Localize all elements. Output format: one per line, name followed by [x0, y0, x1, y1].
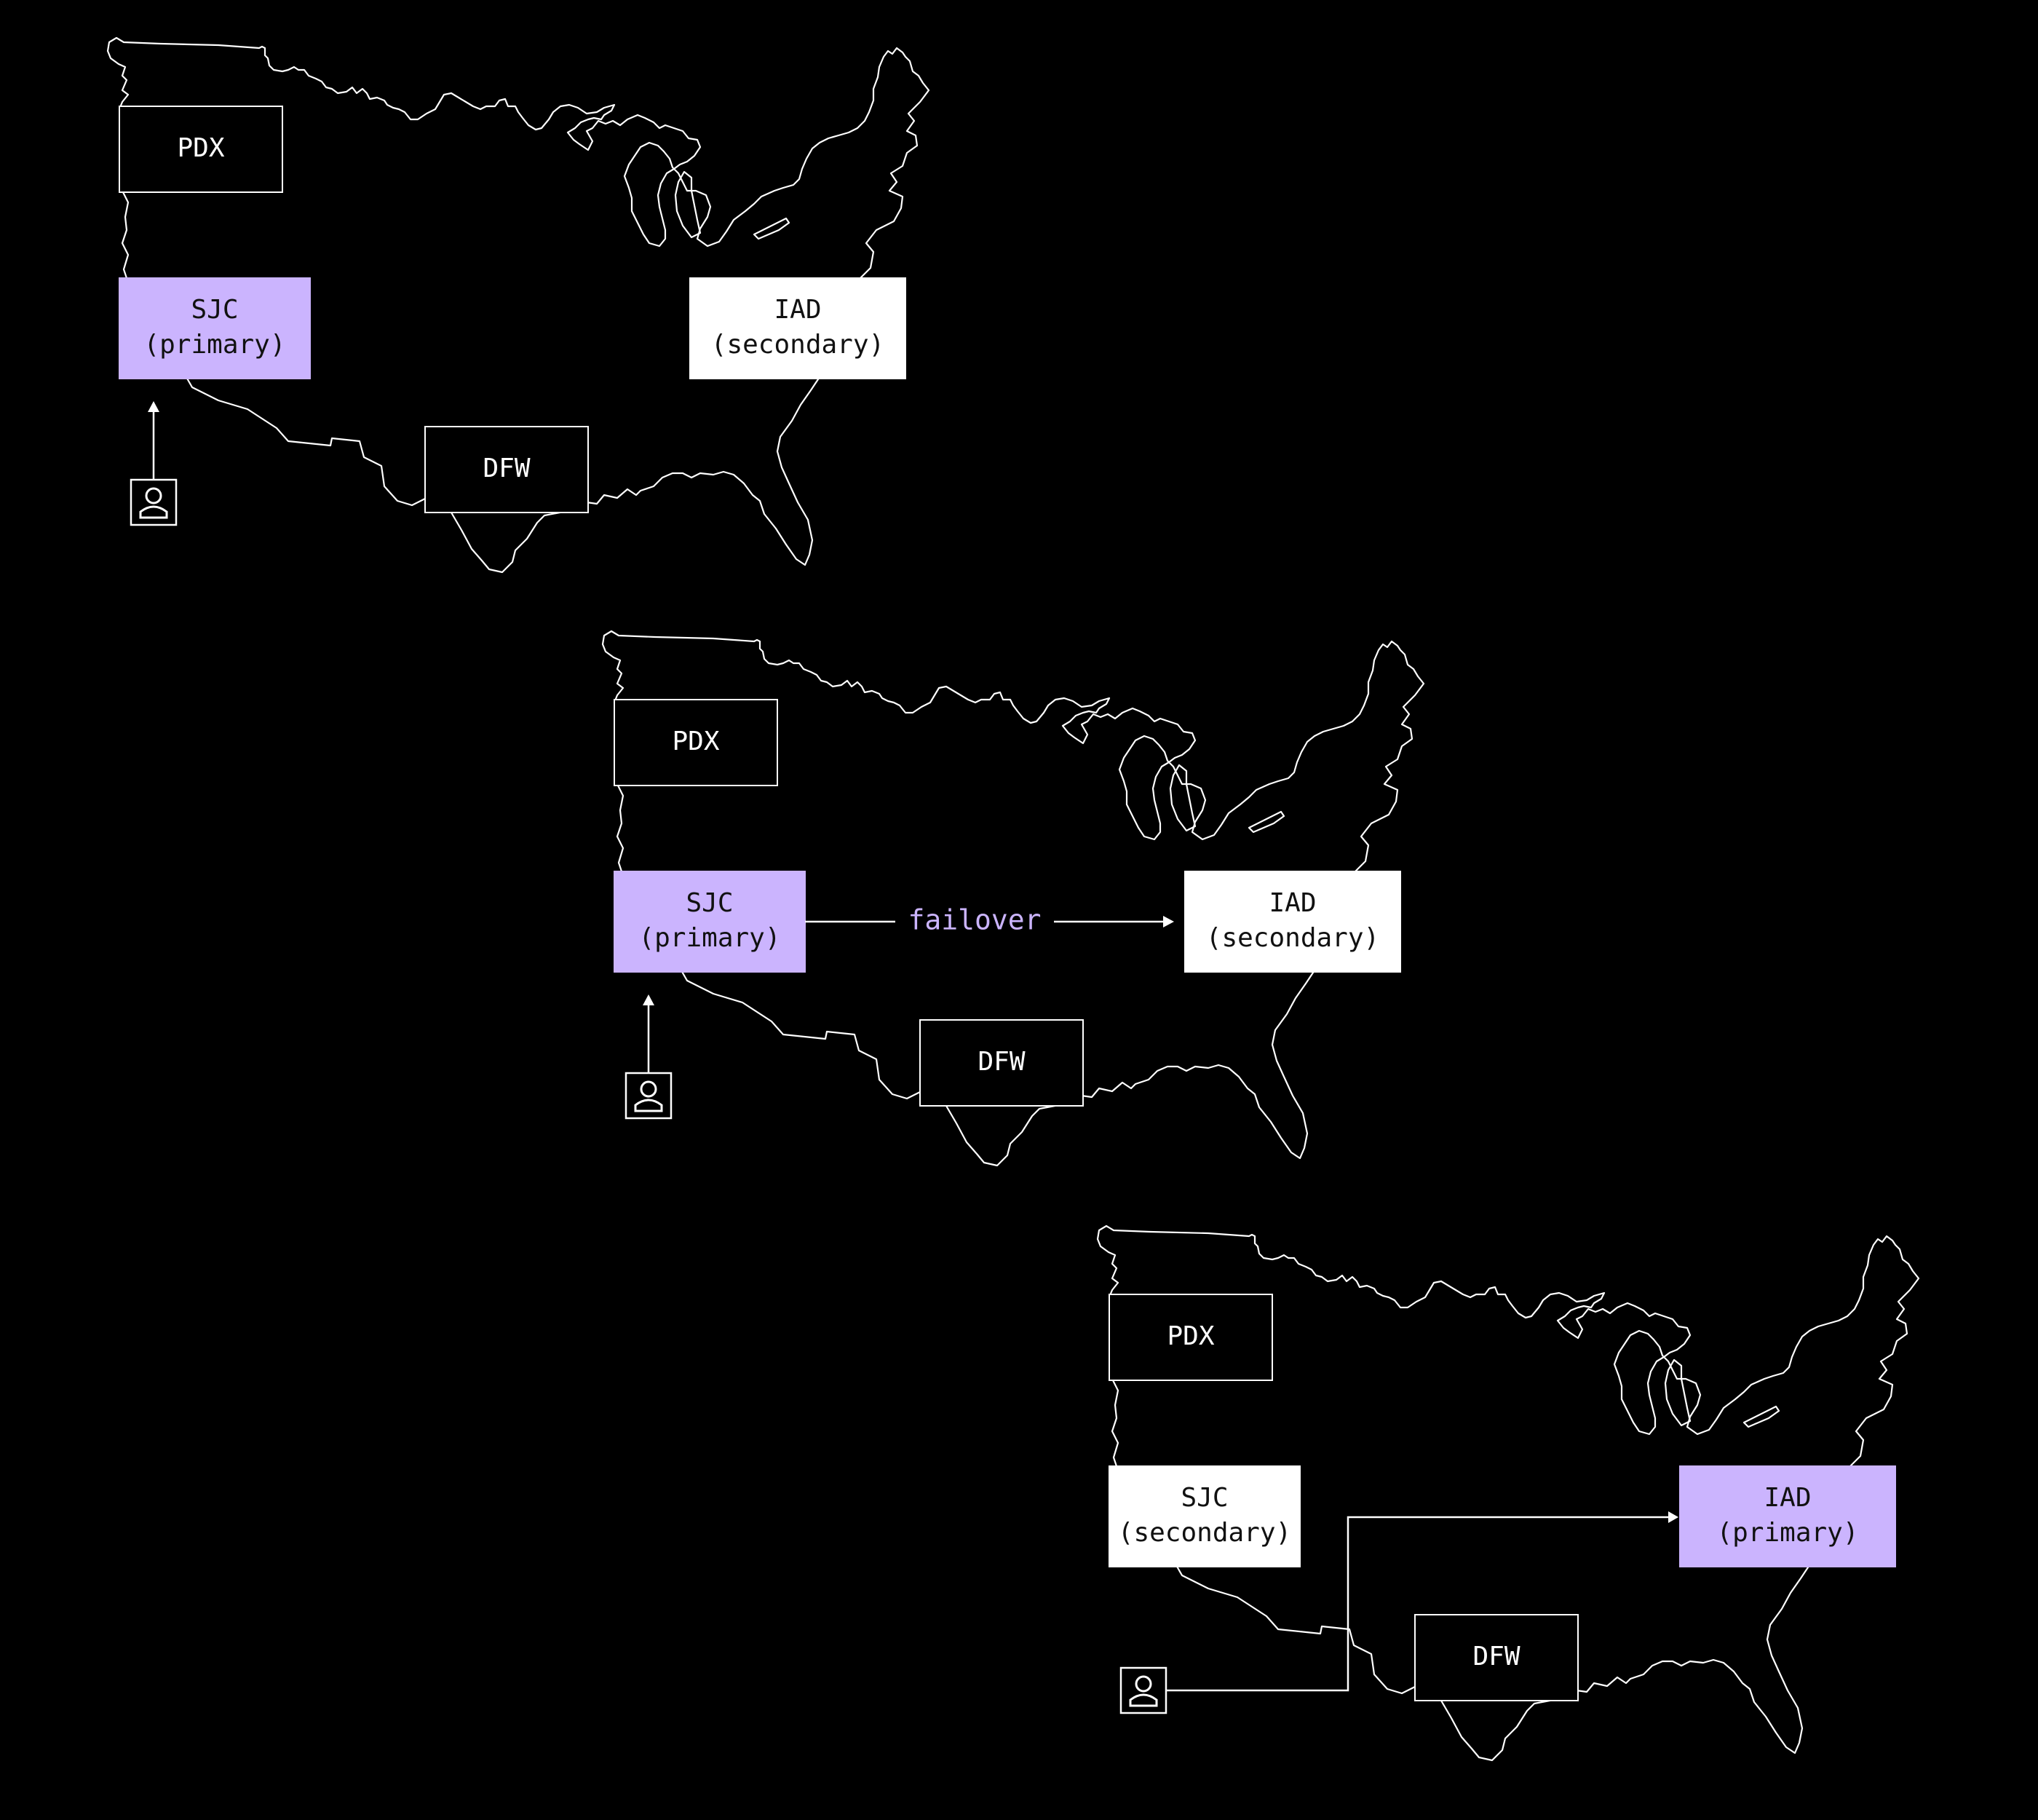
region-box-pdx: PDX — [119, 106, 283, 193]
region-label-iad: (primary) — [1716, 1518, 1858, 1548]
region-label-sjc: (primary) — [143, 330, 285, 360]
request-arrow-head — [643, 994, 654, 1005]
region-label-pdx: PDX — [1167, 1321, 1214, 1351]
panel-failover: PDX SJC (primary) IAD (secondary) DFW failover — [601, 630, 1425, 1167]
region-box-sjc: SJC (secondary) — [1109, 1465, 1301, 1567]
request-arrow-head — [148, 401, 159, 412]
region-box-dfw-rect — [919, 1019, 1084, 1107]
region-box-pdx-rect — [119, 106, 283, 193]
region-box-dfw-rect — [1414, 1614, 1579, 1701]
panel-before: PDX SJC (primary) IAD (secondary) DFW — [106, 36, 930, 574]
region-label-sjc: (secondary) — [1118, 1518, 1291, 1548]
region-box-dfw: DFW — [1414, 1614, 1579, 1701]
region-box-pdx: PDX — [614, 699, 778, 786]
region-box-sjc-rect — [1109, 1465, 1301, 1567]
region-label-sjc: SJC — [191, 295, 238, 325]
region-box-iad: IAD (secondary) — [1184, 871, 1401, 973]
region-label-iad: IAD — [774, 295, 821, 325]
region-label-dfw: DFW — [978, 1047, 1025, 1077]
region-box-iad-rect — [689, 277, 906, 379]
region-label-dfw: DFW — [1472, 1642, 1520, 1671]
region-label-pdx: PDX — [672, 727, 719, 756]
region-label-iad: (secondary) — [711, 330, 884, 360]
region-box-sjc-rect — [119, 277, 311, 379]
region-box-iad: IAD (primary) — [1679, 1465, 1896, 1567]
region-box-iad-rect — [1679, 1465, 1896, 1567]
failover-label: failover — [908, 904, 1041, 936]
region-box-dfw-rect — [424, 426, 589, 513]
region-box-pdx-rect — [614, 699, 778, 786]
user-icon — [1119, 1666, 1167, 1714]
user-icon — [625, 1072, 673, 1120]
region-label-dfw: DFW — [483, 454, 530, 483]
request-arrow — [1166, 1516, 1668, 1692]
region-label-iad: IAD — [1764, 1483, 1811, 1513]
region-box-sjc: SJC (primary) — [614, 871, 806, 973]
user-icon — [130, 478, 178, 526]
region-label-iad: (secondary) — [1206, 923, 1379, 953]
region-label-pdx: PDX — [177, 133, 224, 163]
region-box-sjc-rect — [614, 871, 806, 973]
region-label-iad: IAD — [1269, 888, 1316, 918]
request-arrow-head — [1668, 1511, 1678, 1523]
region-box-iad-rect — [1184, 871, 1401, 973]
region-box-dfw: DFW — [424, 426, 589, 513]
panel-after: PDX SJC (secondary) IAD (primary) DFW — [1096, 1224, 1920, 1762]
region-box-pdx: PDX — [1109, 1294, 1273, 1381]
failover-arrow-head — [1163, 916, 1174, 927]
region-box-dfw: DFW — [919, 1019, 1084, 1107]
region-label-sjc: SJC — [686, 888, 733, 918]
region-box-sjc: SJC (primary) — [119, 277, 311, 379]
region-label-sjc: (primary) — [638, 923, 780, 953]
region-box-pdx-rect — [1109, 1294, 1273, 1381]
region-box-iad: IAD (secondary) — [689, 277, 906, 379]
region-label-sjc: SJC — [1181, 1483, 1228, 1513]
